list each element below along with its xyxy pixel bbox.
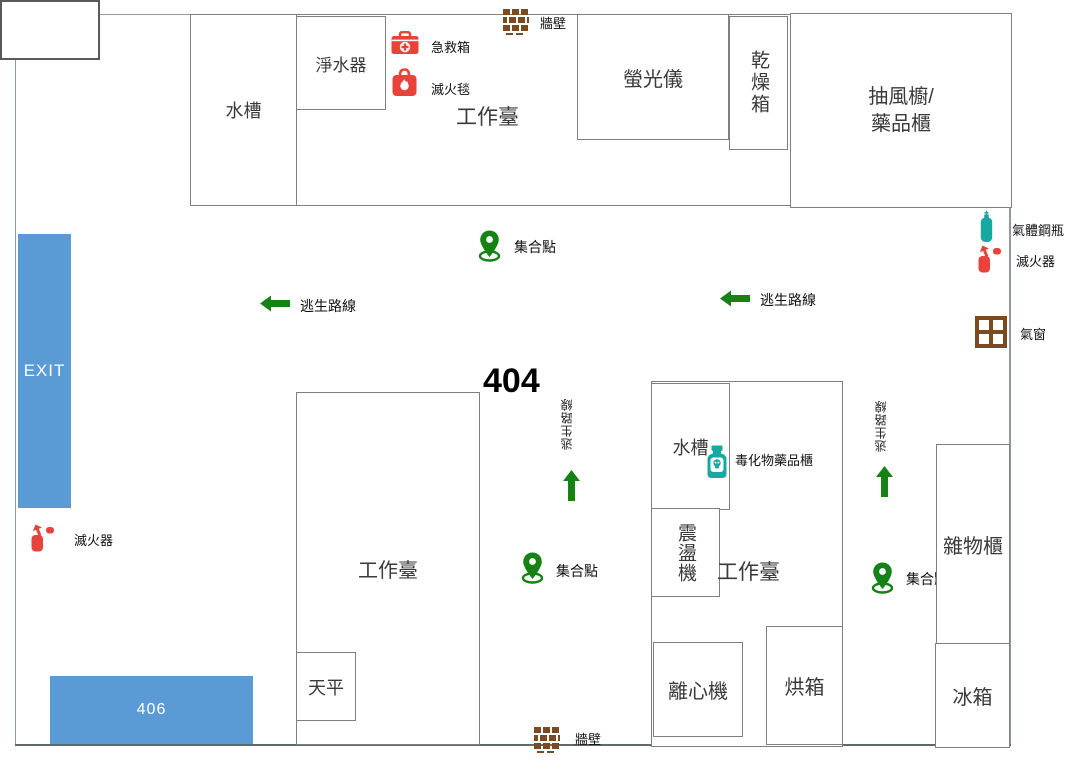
fire-extinguisher-left-icon: [27, 524, 55, 552]
room-number: 404: [483, 362, 540, 400]
fume-hood-label-1: 抽風櫥/: [868, 85, 934, 108]
water-purifier: 淨水器: [296, 16, 386, 110]
room-406-label: 406: [136, 701, 167, 718]
door-box: [0, 0, 100, 60]
bench-left-label: 工作臺: [358, 560, 418, 582]
centrifuge-label: 離心機: [668, 681, 728, 703]
gas-cylinder-icon: [979, 210, 994, 243]
fire-extinguisher-left-label: 滅火器: [74, 533, 114, 548]
exit-door: EXIT: [18, 234, 71, 508]
escape-arrow-up-right-icon: [876, 466, 893, 497]
water-purifier-label: 淨水器: [315, 55, 367, 75]
sink-top: 水槽: [190, 14, 297, 206]
oven: 烘箱: [766, 626, 843, 745]
shaker: 震盪機: [651, 508, 720, 597]
assembly-mid-label: 集合點: [556, 563, 598, 579]
assembly-point-right-icon: [869, 561, 896, 594]
assembly-point-icon: [476, 229, 503, 262]
fire-extinguisher-right-icon: [974, 245, 1002, 273]
fluorometer-label: 螢光儀: [623, 68, 683, 91]
gas-cylinder-label: 氣體鋼瓶: [1012, 223, 1065, 238]
drying-oven-label: 乾燥箱: [748, 50, 769, 116]
escape-vertical-right-label: 逃生路線: [874, 400, 888, 452]
room-wall-left: [15, 56, 16, 746]
escape-arrow-left2-icon: [720, 290, 750, 307]
fire-extinguisher-right-label: 滅火器: [1016, 254, 1056, 269]
vent-window-label: 氣窗: [1020, 327, 1047, 342]
vent-window-icon: [975, 316, 1007, 348]
sink-mid-label: 水槽: [672, 437, 709, 458]
room-wall-bottom: [15, 744, 1011, 746]
fume-hood: 抽風櫥/ 藥品櫃: [790, 13, 1012, 208]
sink-mid: 水槽: [651, 383, 730, 510]
escape-right-label: 逃生路線: [760, 292, 816, 308]
balance: 天平: [296, 652, 356, 721]
drying-oven: 乾燥箱: [729, 16, 788, 150]
wall-top-label: 牆壁: [540, 16, 567, 31]
assembly-top-label: 集合點: [514, 239, 556, 255]
misc-cabinet-label: 雜物櫃: [943, 536, 1003, 558]
fire-blanket-label: 滅火毯: [431, 82, 471, 97]
escape-left-label: 逃生路線: [300, 298, 356, 314]
fire-blanket-icon: [391, 68, 418, 97]
oven-label: 烘箱: [784, 677, 825, 699]
fluorometer: 螢光儀: [577, 14, 729, 140]
brick-wall-icon: [502, 8, 529, 35]
fridge-label: 冰箱: [952, 687, 993, 709]
centrifuge: 離心機: [653, 642, 743, 737]
fridge: 冰箱: [935, 643, 1010, 748]
assembly-point-mid-icon: [519, 551, 546, 584]
misc-cabinet: 雜物櫃: [936, 444, 1010, 645]
toxic-cabinet-label: 毒化物藥品櫃: [735, 453, 814, 468]
fume-hood-label-2: 藥品櫃: [871, 112, 931, 135]
balance-label: 天平: [308, 677, 344, 698]
sink-top-label: 水槽: [225, 101, 262, 121]
shaker-label: 震盪機: [675, 522, 696, 583]
toxic-bottle-icon: [704, 445, 730, 479]
escape-arrow-left-icon: [260, 295, 290, 312]
bench-top-label: 工作臺: [456, 106, 519, 129]
brick-wall-bottom-icon: [533, 726, 560, 753]
first-aid-label: 急救箱: [431, 40, 471, 55]
room-wall-right: [1009, 14, 1011, 746]
wall-bottom-label: 牆壁: [575, 732, 602, 747]
escape-vertical-mid-label: 逃生路線: [560, 398, 574, 450]
room-406: 406: [50, 676, 253, 744]
exit-label: EXIT: [23, 361, 66, 380]
escape-arrow-up-mid-icon: [563, 470, 580, 501]
bench-mid-label: 工作臺: [717, 561, 780, 584]
first-aid-kit-icon: [391, 31, 419, 55]
